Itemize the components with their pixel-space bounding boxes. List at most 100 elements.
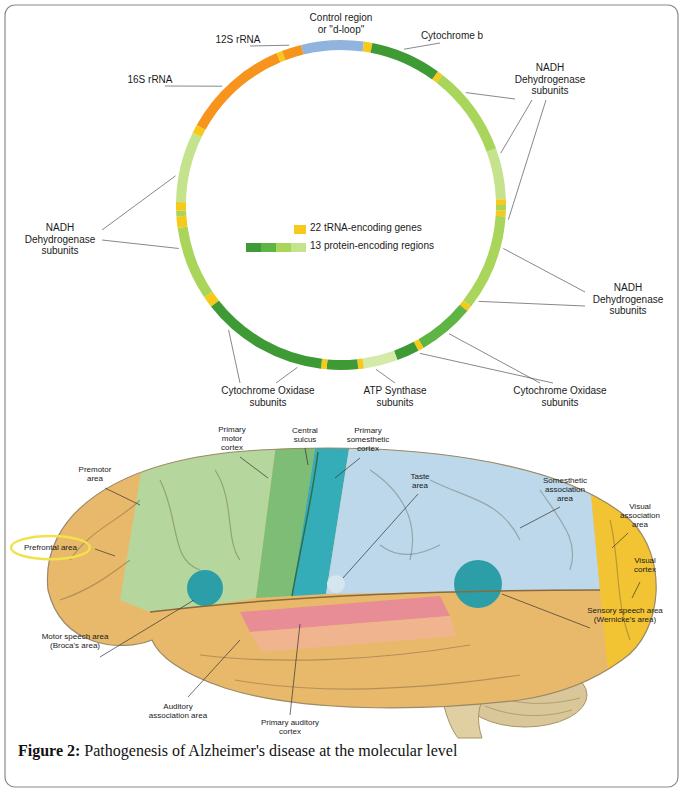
leader-line xyxy=(420,353,553,383)
mtdna-ring-segment xyxy=(487,149,506,200)
gene-label: 12S rRNA xyxy=(208,34,268,46)
ellipse-shape xyxy=(11,536,90,559)
leader-line xyxy=(466,93,515,99)
lateral-fissure xyxy=(150,590,600,612)
gene-label: Cytochrome b xyxy=(412,30,492,42)
mtdna-ring xyxy=(176,40,506,370)
leader-line xyxy=(508,100,546,220)
auditory-association-region xyxy=(250,616,456,652)
leader-line xyxy=(95,549,115,556)
figure-caption: Figure 2: Pathogenesis of Alzheimer's di… xyxy=(18,741,663,760)
mtdna-ring-segment xyxy=(436,75,496,152)
mtdna-ring-segment xyxy=(463,216,505,307)
region-label: Prefrontal area xyxy=(24,543,77,552)
region-label: Premotor area xyxy=(73,465,117,483)
brain xyxy=(0,400,683,792)
mtdna-ring-segment xyxy=(176,210,186,216)
gene-label: NADH Dehydrogenase subunits xyxy=(20,222,100,257)
mtdna-ring-segment xyxy=(496,205,506,211)
brain-leader-lines xyxy=(95,448,640,715)
legend-shade xyxy=(246,243,261,252)
mtdna-ring-segment xyxy=(371,43,438,80)
leader-line xyxy=(343,494,418,578)
caption-part: Figure 2: xyxy=(18,742,80,759)
mtdna-ring-segment xyxy=(394,342,418,360)
legend-swatch xyxy=(246,243,306,252)
gene-label: Cytochrome Oxidase subunits xyxy=(510,385,610,408)
leader-line xyxy=(188,640,240,697)
leader-line xyxy=(612,533,628,548)
leader-line xyxy=(479,301,585,306)
legend-text: 13 protein-encoding regions xyxy=(310,240,434,252)
leader-line xyxy=(449,334,540,383)
mtdna-ring-segment xyxy=(357,358,364,369)
leader-line xyxy=(100,600,194,657)
region-label: Motor speech area (Broca's area) xyxy=(39,632,111,650)
mtdna-ring-segment xyxy=(327,359,359,370)
region-label: Sensory speech area (Wernicke's area) xyxy=(585,606,665,624)
gene-label: Control region or "d-loop" xyxy=(305,12,377,35)
region-label: Auditory association area xyxy=(146,702,210,720)
mtdna-ring-segment xyxy=(197,53,281,130)
gyrus-line xyxy=(60,560,130,600)
leader-line xyxy=(501,100,532,153)
leader-line xyxy=(305,448,308,465)
leader-line xyxy=(229,330,240,383)
mtdna-ring-segment xyxy=(363,351,398,369)
leader-line xyxy=(276,367,298,383)
leader-line xyxy=(503,248,585,292)
gyrus-line xyxy=(370,470,413,560)
leader-line xyxy=(632,582,640,598)
leader-line xyxy=(290,624,300,715)
mtdna-ring-segment xyxy=(176,202,186,211)
taste-area xyxy=(327,575,345,593)
mtdna-ring-segment xyxy=(301,40,364,55)
legend-shade xyxy=(291,243,306,252)
mtdna-ring-segment xyxy=(496,199,506,205)
gene-label: Cytochrome Oxidase subunits xyxy=(218,385,318,408)
region-label: Primary auditory cortex xyxy=(260,718,320,736)
leader-line xyxy=(102,176,176,230)
gyrus-line xyxy=(160,480,200,570)
region-label: Central sulcus xyxy=(285,426,325,444)
gene-label: NADH Dehydrogenase subunits xyxy=(588,282,668,317)
leader-line xyxy=(102,240,179,248)
cerebellum-fold xyxy=(485,706,572,716)
gyrus-line xyxy=(430,480,520,540)
gene-label: 16S rRNA xyxy=(120,74,180,86)
caption-part: Pathogenesis of Alzheimer's disease at t… xyxy=(80,742,457,759)
region-label: Somesthetic association area xyxy=(540,476,590,504)
gyrus-line xyxy=(70,500,140,560)
central-sulcus-line xyxy=(292,452,318,596)
gene-label: NADH Dehydrogenase subunits xyxy=(510,62,590,97)
mtdna-ring-segment xyxy=(178,227,213,298)
prefrontal-temporal-region xyxy=(0,400,683,792)
region-label: Primary somesthetic cortex xyxy=(343,426,393,454)
leader-line xyxy=(520,507,560,528)
legend-shade xyxy=(276,243,291,252)
region-label: Visual cortex xyxy=(628,556,662,574)
wernicke-area xyxy=(454,560,502,608)
mtdna-ring-segment xyxy=(176,216,187,228)
leader-line xyxy=(240,457,268,478)
leader-line xyxy=(376,369,395,383)
leader-line xyxy=(404,43,440,49)
mtdna-ring-segment xyxy=(176,133,202,203)
mtdna-leader-lines xyxy=(102,43,585,383)
mtdna-ring-segment xyxy=(282,45,304,60)
gyrus-line xyxy=(380,545,440,554)
region-label: Taste area xyxy=(405,472,435,490)
mtdna-ring-segment xyxy=(496,210,506,216)
gyri xyxy=(60,470,630,689)
leader-line xyxy=(502,594,590,628)
leader-line xyxy=(335,458,360,478)
occipital-region xyxy=(585,430,683,700)
legend-text: 22 tRNA-encoding genes xyxy=(310,222,422,234)
mtdna-ring-segment xyxy=(419,305,468,348)
gene-label: ATP Synthase subunits xyxy=(360,385,430,408)
brain-outline xyxy=(47,448,656,708)
legend-shade xyxy=(261,243,276,252)
gyrus-line xyxy=(200,645,470,660)
leader-line xyxy=(105,488,140,505)
